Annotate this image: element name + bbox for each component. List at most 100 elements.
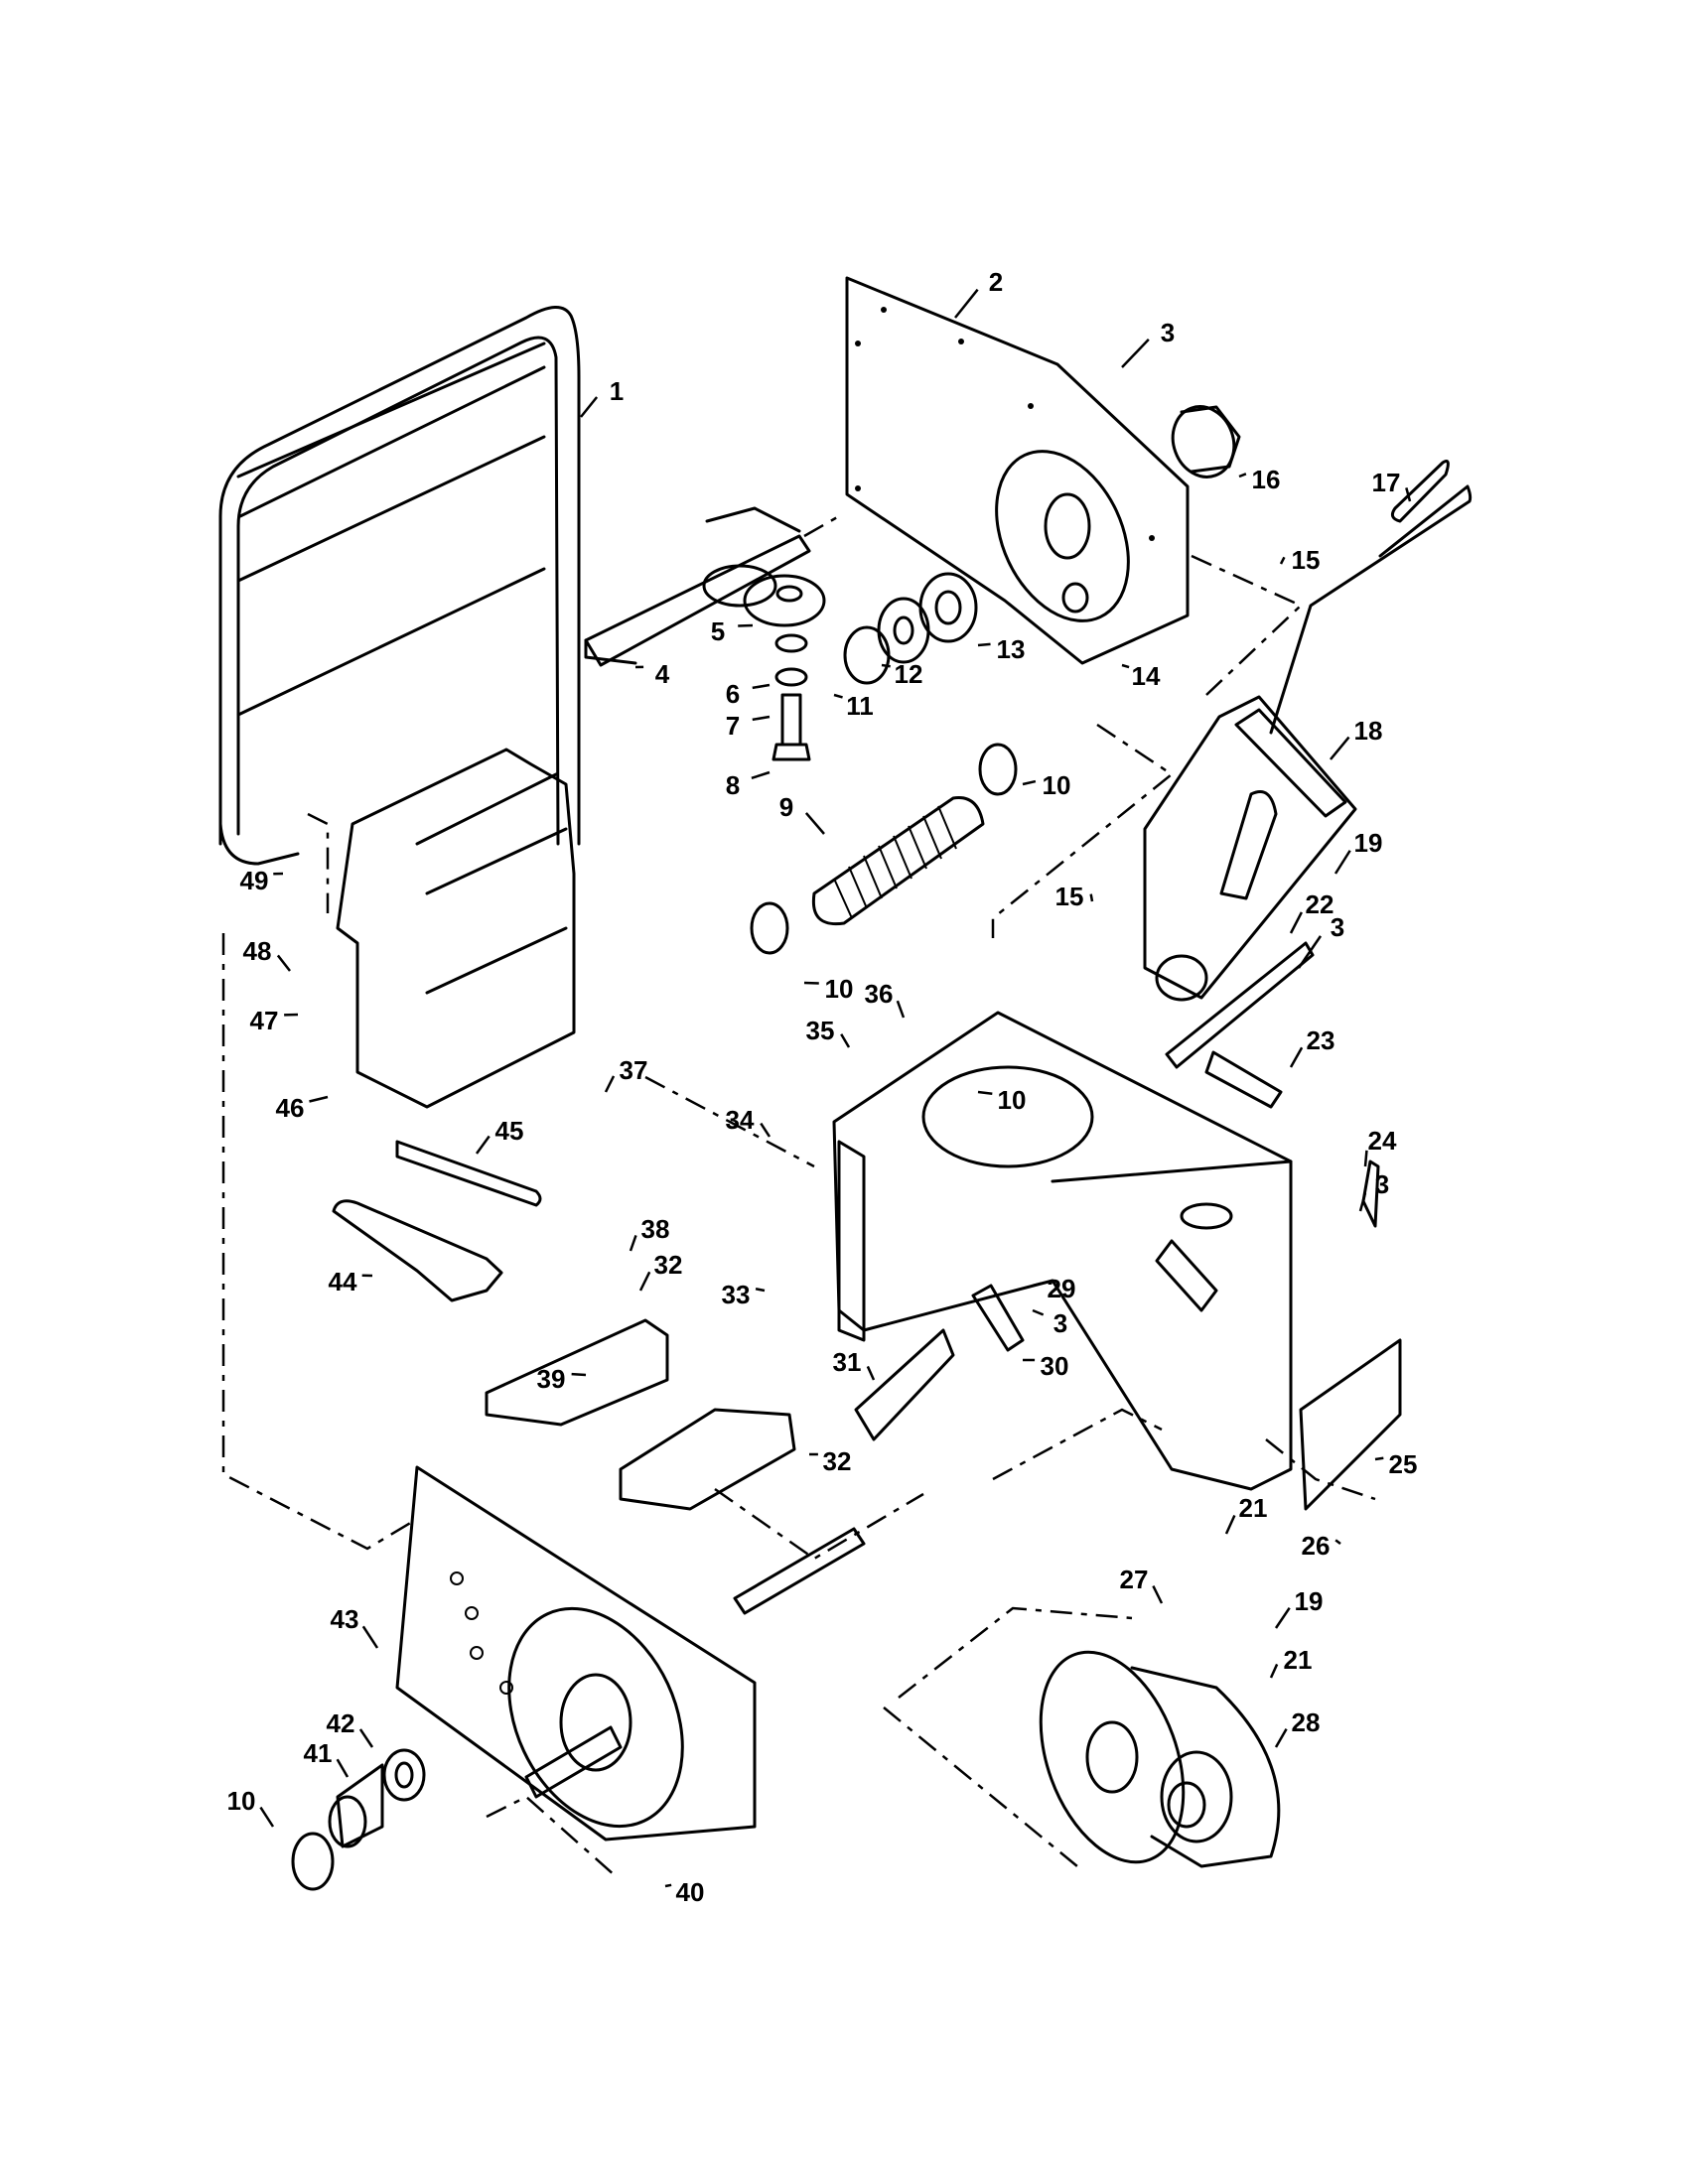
callout-16: 16: [1238, 465, 1280, 494]
callout-label: 36: [865, 979, 894, 1009]
callout-leader: [977, 1090, 993, 1095]
callout-42: 42: [327, 1708, 374, 1748]
callout-leader: [1358, 1192, 1367, 1212]
part-coupling: [291, 1748, 426, 1891]
callout-leader: [1334, 1539, 1341, 1546]
callout-30: 30: [1022, 1351, 1069, 1381]
callout-leader: [1363, 1150, 1368, 1167]
part-bracket-30: [971, 1284, 1025, 1352]
callout-label: 35: [806, 1016, 835, 1045]
callout-39: 39: [537, 1364, 587, 1394]
callout-18: 18: [1330, 716, 1383, 760]
callout-label: 10: [1043, 770, 1071, 800]
callout-leader: [336, 1758, 350, 1778]
callout-23: 23: [1289, 1025, 1334, 1068]
callout-leader: [866, 1365, 876, 1381]
callout-label: 30: [1041, 1351, 1069, 1381]
callout-47: 47: [250, 1006, 299, 1035]
callout-leader: [1274, 1727, 1288, 1748]
callout-2: 2: [954, 267, 1003, 319]
callout-leader: [804, 812, 825, 835]
callout-label: 45: [495, 1116, 524, 1146]
callout-label: 29: [1048, 1274, 1076, 1303]
callout-leader: [840, 1033, 851, 1048]
callout-46: 46: [276, 1093, 329, 1123]
part-bracket-24: [1361, 1160, 1380, 1228]
callout-label: 32: [823, 1446, 852, 1476]
callout-15: 15: [1279, 545, 1320, 575]
callout-leader: [755, 1288, 766, 1293]
callout-label: 25: [1389, 1449, 1418, 1479]
callout-label: 48: [243, 936, 272, 966]
callout-label: 33: [722, 1280, 751, 1309]
part-shift-plate: [1143, 695, 1357, 1002]
callout-label: 10: [825, 974, 854, 1004]
callout-4: 4: [634, 659, 670, 689]
callout-label: 17: [1372, 468, 1401, 497]
callout-leader: [833, 693, 843, 699]
callout-12: 12: [881, 659, 923, 689]
callout-label: 12: [895, 659, 923, 689]
part-rod: [1165, 941, 1315, 1069]
callout-5: 5: [711, 616, 754, 646]
part-frame: [832, 1011, 1293, 1491]
callout-32: 32: [638, 1250, 682, 1292]
callout-label: 26: [1302, 1531, 1331, 1561]
callout-leader: [1121, 663, 1130, 669]
part-bracket-23: [1204, 1050, 1283, 1109]
callout-3: 3: [1032, 1308, 1067, 1338]
callout-24: 24: [1363, 1126, 1397, 1167]
callout-10: 10: [227, 1786, 275, 1828]
callout-leader: [1121, 339, 1150, 368]
callout-leader: [752, 683, 771, 690]
callout-leader: [664, 1883, 672, 1888]
callout-label: 31: [833, 1347, 862, 1377]
callout-label: 6: [726, 679, 740, 709]
callout-leader: [276, 954, 291, 972]
callout-leader: [1297, 935, 1323, 969]
part-clutch-housing: [1039, 1650, 1281, 1868]
callout-leader: [1274, 1607, 1291, 1629]
part-washers-bearing: [843, 572, 978, 685]
callout-label: 47: [250, 1006, 279, 1035]
callout-27: 27: [1120, 1565, 1164, 1604]
callout-label: 4: [655, 659, 670, 689]
callout-label: 14: [1132, 661, 1161, 691]
callout-label: 3: [1053, 1308, 1067, 1338]
callout-label: 3: [1375, 1169, 1389, 1199]
callout-label: 39: [537, 1364, 566, 1394]
part-transmission-plate: [395, 1465, 866, 1842]
callout-leader: [1032, 1282, 1042, 1288]
callout-leader: [881, 663, 891, 668]
callout-3: 3: [1121, 318, 1175, 368]
callout-label: 3: [1161, 318, 1175, 347]
callout-label: 8: [726, 770, 740, 800]
callout-label: 10: [227, 1786, 256, 1816]
callout-leader: [1330, 736, 1350, 760]
callout-leader: [580, 396, 599, 418]
callout-label: 21: [1284, 1645, 1313, 1675]
callout-31: 31: [833, 1347, 876, 1381]
callout-leader: [760, 1122, 772, 1138]
callout-leader: [1269, 1663, 1279, 1679]
callout-19: 19: [1333, 828, 1382, 875]
callout-11: 11: [833, 691, 874, 721]
part-idler-bracket: [584, 506, 826, 667]
callout-leader: [571, 1372, 587, 1377]
callout-21: 21: [1269, 1645, 1313, 1679]
part-handle-frame: [218, 306, 581, 866]
callout-leader: [309, 1095, 329, 1103]
callout-label: 43: [331, 1604, 359, 1634]
callout-label: 18: [1354, 716, 1383, 746]
callout-29: 29: [1032, 1274, 1076, 1303]
callout-33: 33: [722, 1280, 766, 1309]
callout-9: 9: [779, 792, 825, 835]
callout-41: 41: [304, 1738, 350, 1778]
callout-leader: [752, 715, 771, 722]
part-cover-plate: [1299, 1338, 1402, 1511]
callout-leader: [604, 1075, 616, 1093]
callout-label: 5: [711, 616, 725, 646]
part-cover: [336, 748, 576, 1109]
callout-44: 44: [329, 1267, 373, 1297]
